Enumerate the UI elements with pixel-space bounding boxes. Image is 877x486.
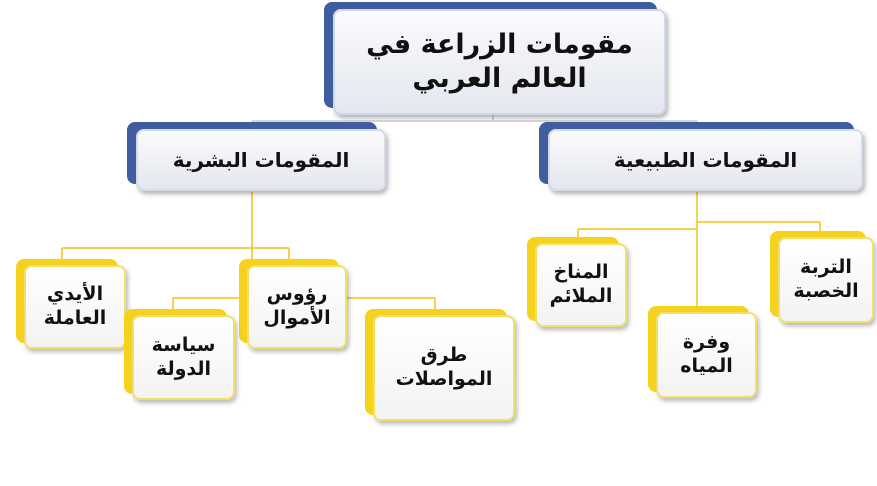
leaf-label-soil: التربة الخصبة [793, 256, 859, 302]
leaf-node-water: وفرة المياه [656, 312, 757, 398]
leaf-node-climate: المناخ الملائم [535, 243, 627, 327]
leaf-label-capital: رؤوس الأموال [263, 283, 331, 329]
root-title: مقومات الزراعة في العالم العربي [366, 29, 633, 94]
root-node: مقومات الزراعة في العالم العربي [333, 9, 666, 115]
category-label-human: المقومات البشرية [172, 147, 350, 172]
leaf-label-policy: سياسة الدولة [151, 333, 216, 380]
category-node-human: المقومات البشرية [136, 129, 386, 191]
leaf-node-labor: الأيدي العاملة [24, 265, 126, 349]
leaf-label-water: وفرة المياه [680, 331, 733, 377]
natural-connectors [577, 192, 821, 308]
category-node-natural: المقومات الطبيعية [548, 129, 863, 191]
category-label-natural: المقومات الطبيعية [613, 147, 798, 172]
leaf-label-labor: الأيدي العاملة [43, 283, 107, 329]
leaf-label-climate: المناخ الملائم [549, 261, 613, 307]
leaf-node-capital: رؤوس الأموال [247, 265, 347, 349]
leaf-node-soil: التربة الخصبة [778, 237, 874, 323]
leaf-label-transport: طرق المواصلات [395, 344, 493, 390]
leaf-node-transport: طرق المواصلات [373, 315, 515, 421]
leaf-node-policy: سياسة الدولة [132, 315, 235, 400]
root-connectors [251, 115, 698, 128]
